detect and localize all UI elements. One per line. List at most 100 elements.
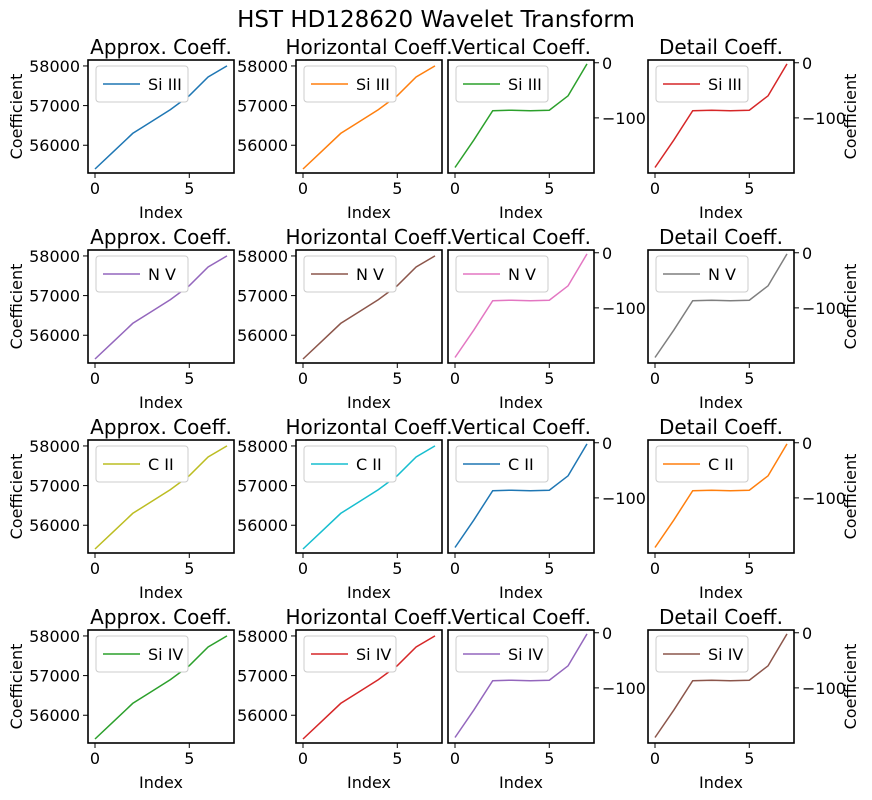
subplot-title: Approx. Coeff. bbox=[90, 35, 232, 59]
x-tick-label: 5 bbox=[184, 749, 194, 768]
y-tick-label: 0 bbox=[802, 624, 812, 643]
legend-box bbox=[95, 255, 189, 293]
axes-frame bbox=[87, 59, 235, 174]
series-line bbox=[454, 253, 588, 358]
legend-box bbox=[303, 65, 397, 103]
subplot-title: Detail Coeff. bbox=[659, 605, 783, 629]
axes-frame bbox=[295, 249, 443, 364]
subplot-title: Detail Coeff. bbox=[659, 35, 783, 59]
y-axis-label: Coefficient bbox=[7, 454, 26, 540]
y-tick-label: −100 bbox=[602, 489, 646, 508]
legend-box bbox=[303, 445, 397, 483]
legend-box bbox=[95, 445, 189, 483]
axes-frame bbox=[647, 629, 795, 744]
legend: Si III bbox=[655, 65, 749, 103]
subplot-title: Approx. Coeff. bbox=[90, 415, 232, 439]
legend: Si IV bbox=[655, 635, 749, 673]
axes-frame bbox=[647, 249, 795, 364]
legend: N V bbox=[655, 255, 749, 293]
y-axis-label: Coefficient bbox=[7, 644, 26, 730]
legend: N V bbox=[95, 255, 189, 293]
axes-frame bbox=[647, 59, 795, 174]
x-tick-label: 0 bbox=[650, 179, 660, 198]
x-tick-label: 0 bbox=[90, 559, 100, 578]
y-tick-label: 58000 bbox=[29, 437, 80, 456]
legend-box bbox=[455, 445, 549, 483]
x-tick-label: 5 bbox=[744, 179, 754, 198]
y-tick-label: 0 bbox=[602, 434, 612, 453]
legend-box bbox=[655, 635, 749, 673]
legend-label: Si III bbox=[708, 75, 742, 94]
x-tick-label: 5 bbox=[184, 559, 194, 578]
legend-box bbox=[455, 255, 549, 293]
x-tick-label: 0 bbox=[90, 179, 100, 198]
y-tick-label: 0 bbox=[602, 54, 612, 73]
y-tick-label: 57000 bbox=[29, 287, 80, 306]
legend: C II bbox=[95, 445, 189, 483]
x-tick-label: 0 bbox=[298, 369, 308, 388]
y-tick-label: 56000 bbox=[237, 706, 288, 725]
x-tick-label: 5 bbox=[392, 369, 402, 388]
y-tick-label: −100 bbox=[802, 679, 846, 698]
legend: N V bbox=[303, 255, 397, 293]
x-axis-label: Index bbox=[699, 203, 743, 222]
x-axis-label: Index bbox=[139, 393, 183, 412]
x-axis-label: Index bbox=[139, 583, 183, 602]
y-tick-label: 0 bbox=[802, 434, 812, 453]
x-tick-label: 0 bbox=[450, 179, 460, 198]
legend-label: C II bbox=[508, 455, 534, 474]
legend: Si IV bbox=[95, 635, 189, 673]
axes-frame bbox=[447, 629, 595, 744]
legend-label: N V bbox=[148, 265, 176, 284]
legend-box bbox=[655, 445, 749, 483]
legend-label: Si III bbox=[356, 75, 390, 94]
series-line bbox=[302, 65, 436, 170]
y-axis-label: Coefficient bbox=[841, 644, 860, 730]
y-axis-label: Coefficient bbox=[841, 264, 860, 350]
subplot-title: Approx. Coeff. bbox=[90, 225, 232, 249]
legend-box bbox=[655, 65, 749, 103]
subplot-title: Vertical Coeff. bbox=[451, 35, 591, 59]
y-tick-label: −100 bbox=[602, 109, 646, 128]
legend-label: Si IV bbox=[356, 645, 391, 664]
y-tick-label: 58000 bbox=[237, 437, 288, 456]
x-tick-label: 5 bbox=[392, 179, 402, 198]
subplot-title: Vertical Coeff. bbox=[451, 415, 591, 439]
subplot-title: Horizontal Coeff. bbox=[285, 605, 452, 629]
legend-label: Si IV bbox=[148, 645, 183, 664]
axes-frame bbox=[87, 629, 235, 744]
y-tick-label: −100 bbox=[802, 109, 846, 128]
x-tick-label: 0 bbox=[450, 749, 460, 768]
y-tick-label: −100 bbox=[802, 489, 846, 508]
legend-box bbox=[455, 635, 549, 673]
x-tick-label: 0 bbox=[450, 369, 460, 388]
legend: C II bbox=[455, 445, 549, 483]
x-axis-label: Index bbox=[699, 393, 743, 412]
legend-label: N V bbox=[708, 265, 736, 284]
series-line bbox=[94, 255, 228, 360]
x-axis-label: Index bbox=[347, 583, 391, 602]
y-tick-label: 56000 bbox=[237, 326, 288, 345]
legend-label: C II bbox=[708, 455, 734, 474]
subplot-title: Vertical Coeff. bbox=[451, 605, 591, 629]
y-tick-label: −100 bbox=[802, 299, 846, 318]
series-line bbox=[94, 635, 228, 740]
x-axis-label: Index bbox=[499, 203, 543, 222]
axes-frame bbox=[447, 439, 595, 554]
subplot-title: Approx. Coeff. bbox=[90, 605, 232, 629]
y-tick-label: 57000 bbox=[237, 667, 288, 686]
y-tick-label: 57000 bbox=[237, 287, 288, 306]
x-tick-label: 0 bbox=[298, 179, 308, 198]
legend: C II bbox=[303, 445, 397, 483]
legend-label: Si IV bbox=[508, 645, 543, 664]
x-axis-label: Index bbox=[499, 773, 543, 792]
y-axis-label: Coefficient bbox=[841, 454, 860, 540]
